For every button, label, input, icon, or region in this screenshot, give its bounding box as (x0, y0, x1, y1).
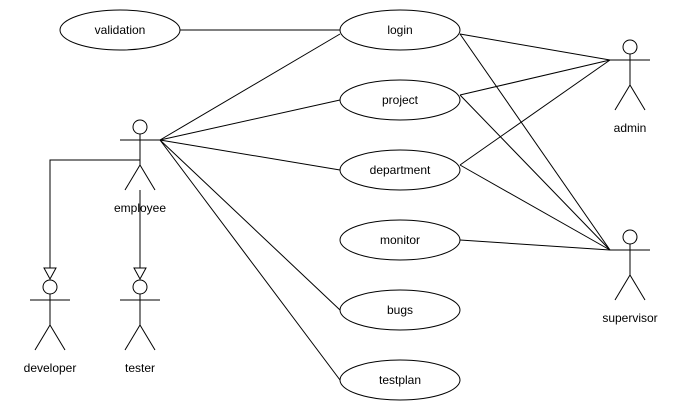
use-case-monitor-shape (339, 219, 461, 261)
association-employee-testplan (159, 139, 341, 381)
actor-supervisor-label: supervisor (602, 311, 657, 325)
association-login-admin (459, 33, 611, 61)
stick-figure-icon (610, 39, 650, 111)
use-case-department-shape (339, 149, 461, 191)
use-case-login[interactable]: login (339, 9, 461, 51)
use-case-project[interactable]: project (339, 79, 461, 121)
stick-figure-icon (120, 279, 160, 351)
actor-tester-label: tester (125, 361, 155, 375)
actor-supervisor[interactable]: supervisor (602, 229, 658, 325)
actor-tester[interactable]: tester (120, 279, 160, 375)
association-employee-project (159, 99, 341, 141)
use-case-testplan[interactable]: testplan (339, 359, 461, 401)
use-case-validation[interactable]: validation (59, 9, 181, 51)
association-department-supervisor (459, 164, 611, 251)
association-project-admin (459, 59, 611, 96)
generalization-arrowhead-icon (43, 267, 57, 281)
association-login-supervisor (459, 33, 611, 251)
actor-admin-label: admin (614, 121, 647, 135)
association-project-supervisor (459, 94, 611, 251)
connectors (43, 29, 611, 381)
use-case-monitor-label: monitor (380, 233, 420, 247)
use-case-testplan-shape (339, 359, 461, 401)
association-employee-department (159, 139, 341, 171)
nodes: validation login project department moni… (24, 9, 658, 401)
use-case-monitor[interactable]: monitor (339, 219, 461, 261)
use-case-bugs-label: bugs (387, 303, 413, 317)
use-case-validation-label: validation (95, 23, 146, 37)
use-case-bugs-shape (339, 289, 461, 331)
association-employee-login (159, 33, 341, 141)
actor-employee[interactable]: employee (114, 119, 166, 215)
use-case-project-shape (339, 79, 461, 121)
use-case-department-label: department (370, 163, 431, 177)
actor-employee-label: employee (114, 201, 166, 215)
stick-figure-icon (120, 119, 160, 191)
use-case-project-label: project (382, 93, 419, 107)
use-case-login-label: login (387, 23, 412, 37)
actor-developer[interactable]: developer (24, 279, 77, 375)
stick-figure-icon (30, 279, 70, 351)
association-department-admin (459, 59, 611, 166)
generalization-developer-employee (49, 159, 140, 268)
use-case-validation-shape (59, 9, 181, 51)
use-case-bugs[interactable]: bugs (339, 289, 461, 331)
use-case-login-shape (339, 9, 461, 51)
generalization-arrowhead-icon (133, 267, 147, 281)
association-employee-bugs (159, 139, 341, 311)
use-case-testplan-label: testplan (379, 373, 421, 387)
actor-developer-label: developer (24, 361, 77, 375)
use-case-department[interactable]: department (339, 149, 461, 191)
association-monitor-supervisor (459, 239, 611, 251)
stick-figure-icon (610, 229, 650, 301)
actor-admin[interactable]: admin (610, 39, 650, 135)
